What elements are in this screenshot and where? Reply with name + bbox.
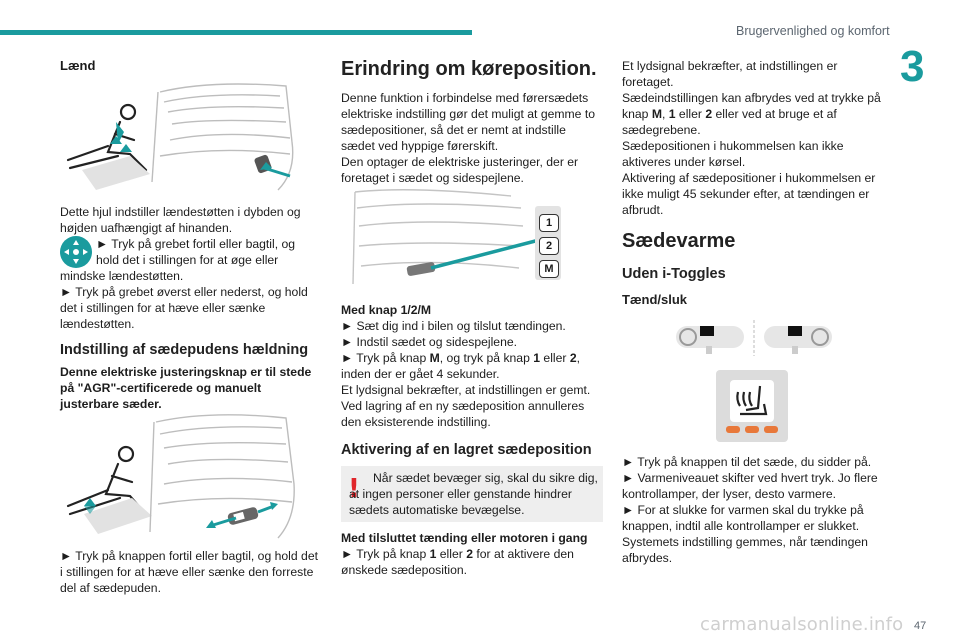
steering-wheel-icon xyxy=(679,328,697,346)
warning-box: ! Når sædet bevæger sig, skal du sikre d… xyxy=(341,466,603,522)
lumbar-step-1: ► Tryk på grebet fortil eller bagtil, og xyxy=(96,237,296,251)
seat-heating-step-3: ► For at slukke for varmen skal du trykk… xyxy=(622,503,864,533)
indicator-lamp-1 xyxy=(726,426,740,433)
header-accent-bar xyxy=(0,30,472,35)
indicator-lamp-3 xyxy=(764,426,778,433)
memory-ignition-note: Aktivering af sædepositioner i hukommels… xyxy=(622,171,876,217)
memory-description-2: Den optager de elektriske justeringer, d… xyxy=(341,155,579,185)
lumbar-step-2: ► Tryk på grebet øverst eller nederst, o… xyxy=(60,285,308,331)
section-heading-activate: Aktivering af en lagret sædeposition xyxy=(341,442,592,458)
page-number: 47 xyxy=(914,620,927,632)
steering-wheel-icon-2 xyxy=(811,328,829,346)
seat-outline xyxy=(149,414,295,539)
section-heading-memory: Erindring om køreposition. xyxy=(341,58,597,80)
activate-step: ► Tryk på knap 1 eller 2 for at aktivere… xyxy=(341,547,574,561)
seat-heating-subheading: Uden i-Toggles xyxy=(622,266,726,282)
lumbar-illustration xyxy=(60,82,300,194)
section-heading-cushion-tilt: Indstilling af sædepudens hældning xyxy=(60,342,309,358)
memory-step-3: ► Tryk på knap M, og tryk på knap 1 elle… xyxy=(341,351,581,365)
heated-seat-icon xyxy=(736,385,768,416)
lumbar-step-1c: mindske lændestøtten. xyxy=(60,269,184,283)
seat-outline xyxy=(151,83,294,191)
memory-driving-note: Sædepositionen i hukommelsen kan ikke ak… xyxy=(622,139,844,169)
seat-heating-onoff: Tænd/sluk xyxy=(622,292,688,307)
seat-outline xyxy=(352,189,524,285)
cushion-tilt-note: Denne elektriske justeringsknap er til s… xyxy=(60,365,312,411)
header-title: Brugervenlighed og komfort xyxy=(736,24,890,38)
seat-heating-memory: Systemets indstilling gemmes, når tændin… xyxy=(622,535,868,565)
memory-confirm-text: Et lydsignal bekræfter, at indstillingen… xyxy=(341,383,591,397)
activate-step-b: ønskede sædeposition. xyxy=(341,563,468,577)
memory-step-3b: inden der er gået 4 sekunder. xyxy=(341,367,500,381)
memory-interrupt: Sædeindstillingen kan afbrydes ved at tr… xyxy=(622,91,881,137)
seat-heating-button xyxy=(716,370,788,442)
indicator-lamp-2 xyxy=(745,426,759,433)
lumbar-step-1b: hold det i stillingen for at øge eller xyxy=(96,253,279,267)
memory-confirm-2: Et lydsignal bekræfter, at indstillingen… xyxy=(622,59,838,89)
lumbar-wheel-icon xyxy=(60,236,92,268)
memory-step-2: ► Indstil sædet og sidespejlene. xyxy=(341,335,518,349)
seat-heating-switches-illustration xyxy=(674,318,834,358)
lumbar-description: Dette hjul indstiller lændestøtten i dyb… xyxy=(60,205,301,235)
cushion-tilt-step: ► Tryk på knappen fortil eller bagtil, o… xyxy=(60,549,318,595)
memory-buttons-illustration xyxy=(351,188,571,288)
memory-subheading-buttons: Med knap 1/2/M xyxy=(341,303,432,317)
memory-overwrite-text: Ved lagring af en ny sædeposition annull… xyxy=(341,399,585,429)
chapter-number: 3 xyxy=(900,42,925,91)
seat-heating-step-1: ► Tryk på knappen til det sæde, du sidde… xyxy=(622,455,872,469)
section-heading-seat-heating: Sædevarme xyxy=(622,230,736,252)
warning-text: Når sædet bevæger sig, skal du sikre dig… xyxy=(349,471,598,517)
memory-button-1: 1 xyxy=(539,214,559,232)
activate-subheading: Med tilsluttet tænding eller motoren i g… xyxy=(341,531,588,545)
cushion-tilt-illustration xyxy=(60,414,300,542)
memory-step-1: ► Sæt dig ind i bilen og tilslut tænding… xyxy=(341,319,566,333)
memory-button-m: M xyxy=(539,260,559,278)
memory-button-2: 2 xyxy=(539,237,559,255)
memory-description: Denne funktion i forbindelse med førersæ… xyxy=(341,91,596,153)
section-heading-lumbar: Lænd xyxy=(60,58,96,73)
seat-heating-step-2: ► Varmeniveauet skifter ved hvert tryk. … xyxy=(622,471,878,501)
watermark: carmanualsonline.info xyxy=(700,614,904,635)
warning-icon: ! xyxy=(348,474,360,504)
seated-person-icon xyxy=(66,103,148,172)
